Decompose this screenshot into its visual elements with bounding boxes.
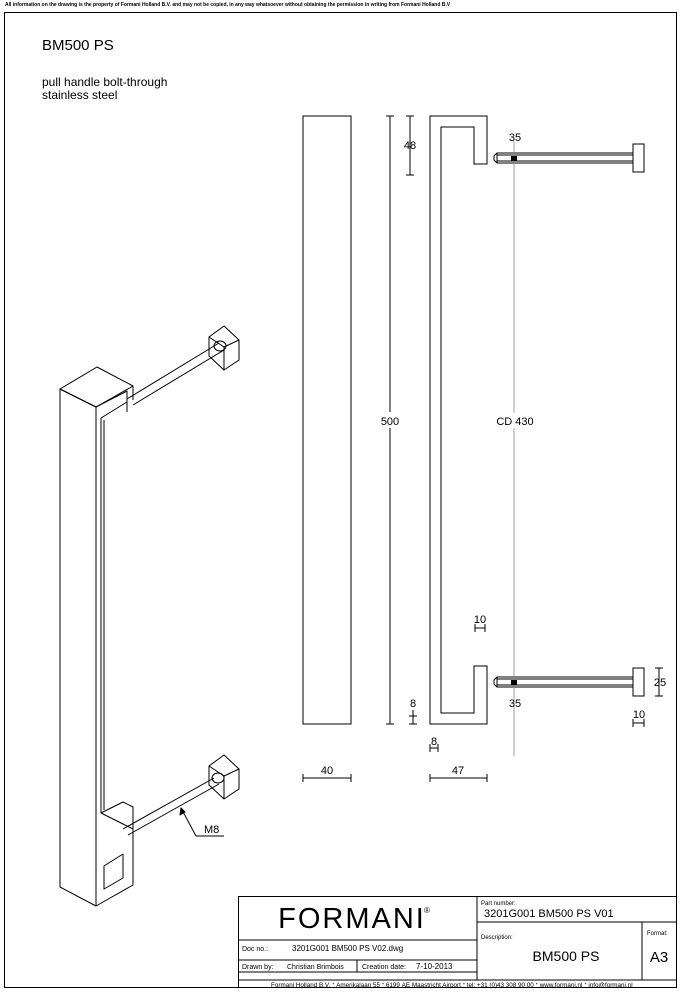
top-rose	[632, 143, 645, 173]
drawn-by-value: Christian Brimbois	[287, 964, 344, 971]
brand-registered-mark: ®	[424, 906, 430, 915]
drawn-by-label: Drawn by:	[242, 964, 274, 971]
thread-label: M8	[204, 824, 219, 836]
creation-date-value: 7-10-2013	[416, 962, 453, 971]
bottom-rose	[632, 667, 645, 697]
bar-width-label: 40	[321, 765, 333, 777]
iso-handle-top-face	[59, 366, 134, 408]
rose-thickness-label: 10	[633, 709, 645, 721]
title-block-frame	[238, 896, 677, 988]
post-gap-bottom-label: 35	[509, 698, 521, 710]
post-gap-top-label: 35	[509, 132, 521, 144]
creation-date-label: Creation date:	[362, 964, 406, 971]
part-number-value: 3201G001 BM500 PS V01	[484, 908, 614, 920]
doc-no-value: 3201G001 BM500 PS V02.dwg	[292, 944, 403, 953]
top-post-centre-mark	[511, 156, 517, 161]
iso-top-rose	[208, 325, 240, 371]
brand-logo: FORMANI	[278, 903, 426, 935]
iso-top-post	[126, 342, 220, 400]
product-description-line1: pull handle bolt-through	[42, 75, 168, 89]
format-value: A3	[650, 949, 668, 966]
iso-bottom-rose	[208, 754, 240, 800]
side-depth-label: 47	[452, 765, 464, 777]
product-code-title: BM500 PS	[42, 37, 114, 54]
bottom-post-centre-mark	[511, 680, 517, 685]
description-label: Description:	[481, 935, 513, 941]
overall-length-label: 500	[381, 416, 399, 428]
front-view-bar	[302, 115, 352, 725]
copyright-disclaimer: All information on the drawing is the pr…	[5, 2, 451, 8]
doc-no-label: Doc no.:	[242, 946, 268, 953]
rose-size-label: 25	[654, 677, 666, 689]
sheet-border	[4, 12, 677, 988]
bottom-offset-label: 8	[410, 698, 416, 710]
isometric-view	[59, 325, 240, 907]
centre-distance-label: CD 430	[496, 416, 533, 428]
tube-width-label: 10	[474, 614, 486, 626]
title-block	[238, 896, 677, 988]
format-label: Format:	[647, 931, 668, 937]
product-description-line2: stainless steel	[42, 88, 118, 102]
front-view	[302, 115, 352, 782]
iso-bottom-post	[122, 777, 215, 830]
iso-handle-front-face	[59, 388, 97, 907]
wall-thickness-label: 8	[431, 736, 437, 748]
part-number-label: Part number:	[481, 901, 516, 907]
description-value: BM500 PS	[533, 948, 600, 964]
top-depth-label: 48	[404, 140, 416, 152]
company-footer: Formani Holland B.V. ᐩ Amerikalaan 55 ᐩ …	[271, 982, 633, 989]
side-view	[429, 115, 663, 782]
side-view-profile	[429, 115, 488, 725]
